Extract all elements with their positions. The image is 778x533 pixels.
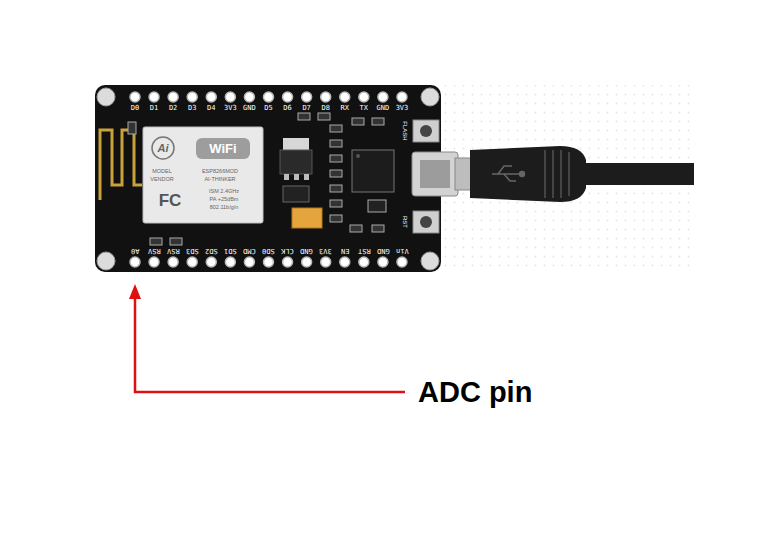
pin-label: EN xyxy=(341,247,349,254)
pin-label: CMD xyxy=(243,247,256,254)
pin-label: 3V3 xyxy=(319,247,332,254)
module-text: MODEL xyxy=(152,169,172,175)
diode xyxy=(283,186,309,202)
pin-hole xyxy=(302,257,312,267)
pin-label: D7 xyxy=(302,105,310,112)
ai-logo xyxy=(152,137,174,159)
pin-hole xyxy=(359,257,369,267)
leader-arrow xyxy=(129,284,405,392)
pin-label: GND xyxy=(243,105,256,112)
pin-hole xyxy=(225,257,235,267)
pin-hole xyxy=(225,92,235,102)
pin-label: RSV xyxy=(148,247,161,254)
smd-parts xyxy=(128,113,386,245)
module-text: 802.11b/g/n xyxy=(210,205,239,211)
wifi-logo xyxy=(196,138,250,159)
button-label: RST xyxy=(402,216,408,228)
antenna-trace xyxy=(100,130,142,200)
pin-label: 3V3 xyxy=(224,105,237,112)
pin-hole xyxy=(130,92,140,102)
module-text: AI-THINKER xyxy=(204,177,235,183)
pin-label: SD0 xyxy=(262,247,275,254)
pin-hole xyxy=(130,257,140,267)
pin-label: A0 xyxy=(131,247,139,254)
pin-label: D3 xyxy=(188,105,196,112)
pin-hole xyxy=(206,257,216,267)
pin-hole xyxy=(168,257,178,267)
pin-hole xyxy=(168,92,178,102)
pin-hole xyxy=(263,92,273,102)
pin-label: D8 xyxy=(321,105,329,112)
module-text: PA +25dBm xyxy=(210,197,239,203)
pin-label: D5 xyxy=(264,105,272,112)
pin-hole xyxy=(321,92,331,102)
pin-label: RSV xyxy=(167,247,180,254)
regulator xyxy=(280,150,312,174)
pin-hole xyxy=(149,257,159,267)
regulator-tab xyxy=(283,138,309,150)
grid-background xyxy=(440,85,696,271)
esp-shield xyxy=(143,127,263,223)
pin-hole xyxy=(187,92,197,102)
module-text: VENDOR xyxy=(150,177,174,183)
pin-label: D2 xyxy=(169,105,177,112)
pin-label: D6 xyxy=(283,105,291,112)
pin-label: SD3 xyxy=(186,247,199,254)
pin-label: GND xyxy=(300,247,313,254)
callout-label: ADC pin xyxy=(418,378,532,407)
logo-text: FC xyxy=(159,192,182,209)
pin-hole xyxy=(378,257,388,267)
pin-hole xyxy=(283,257,293,267)
pin-label: D1 xyxy=(150,105,158,112)
pin-label: SD1 xyxy=(224,247,237,254)
pin-hole xyxy=(302,92,312,102)
usb-cable xyxy=(455,146,694,202)
capacitor xyxy=(292,208,322,228)
pin-hole xyxy=(340,92,350,102)
mount-holes xyxy=(97,88,439,270)
pin-hole xyxy=(359,92,369,102)
pin-label: RX xyxy=(341,105,349,112)
pcb xyxy=(95,85,441,272)
pin-label: 3V3 xyxy=(396,105,409,112)
pin-hole xyxy=(340,257,350,267)
header-pins xyxy=(130,92,407,267)
usb-chip xyxy=(352,150,394,192)
pin-hole xyxy=(263,257,273,267)
micro-usb xyxy=(412,152,458,196)
module-text: ESP8266MOD xyxy=(202,169,238,175)
button-label: FLASH xyxy=(402,121,408,140)
logo-text: WiFi xyxy=(209,142,236,155)
pin-hole xyxy=(244,257,254,267)
pin-hole xyxy=(149,92,159,102)
pin-hole xyxy=(378,92,388,102)
pin-hole xyxy=(321,257,331,267)
pin-label: RST xyxy=(358,247,371,254)
pin-label: D0 xyxy=(131,105,139,112)
pin-label: CLK xyxy=(281,247,294,254)
pin-label: SD2 xyxy=(205,247,218,254)
pin-hole xyxy=(397,257,407,267)
pin-label: D4 xyxy=(207,105,215,112)
pin-hole xyxy=(244,92,254,102)
logo-text: Ai xyxy=(158,143,169,154)
pin-hole xyxy=(206,92,216,102)
pin-label: GND xyxy=(377,247,390,254)
pin-label: GND xyxy=(377,105,390,112)
module-text: ISM 2.4GHz xyxy=(209,189,239,195)
pin-hole xyxy=(187,257,197,267)
pin-label: TX xyxy=(360,105,368,112)
pin-hole xyxy=(397,92,407,102)
pin-label: Vin xyxy=(396,247,409,254)
pin-hole xyxy=(283,92,293,102)
